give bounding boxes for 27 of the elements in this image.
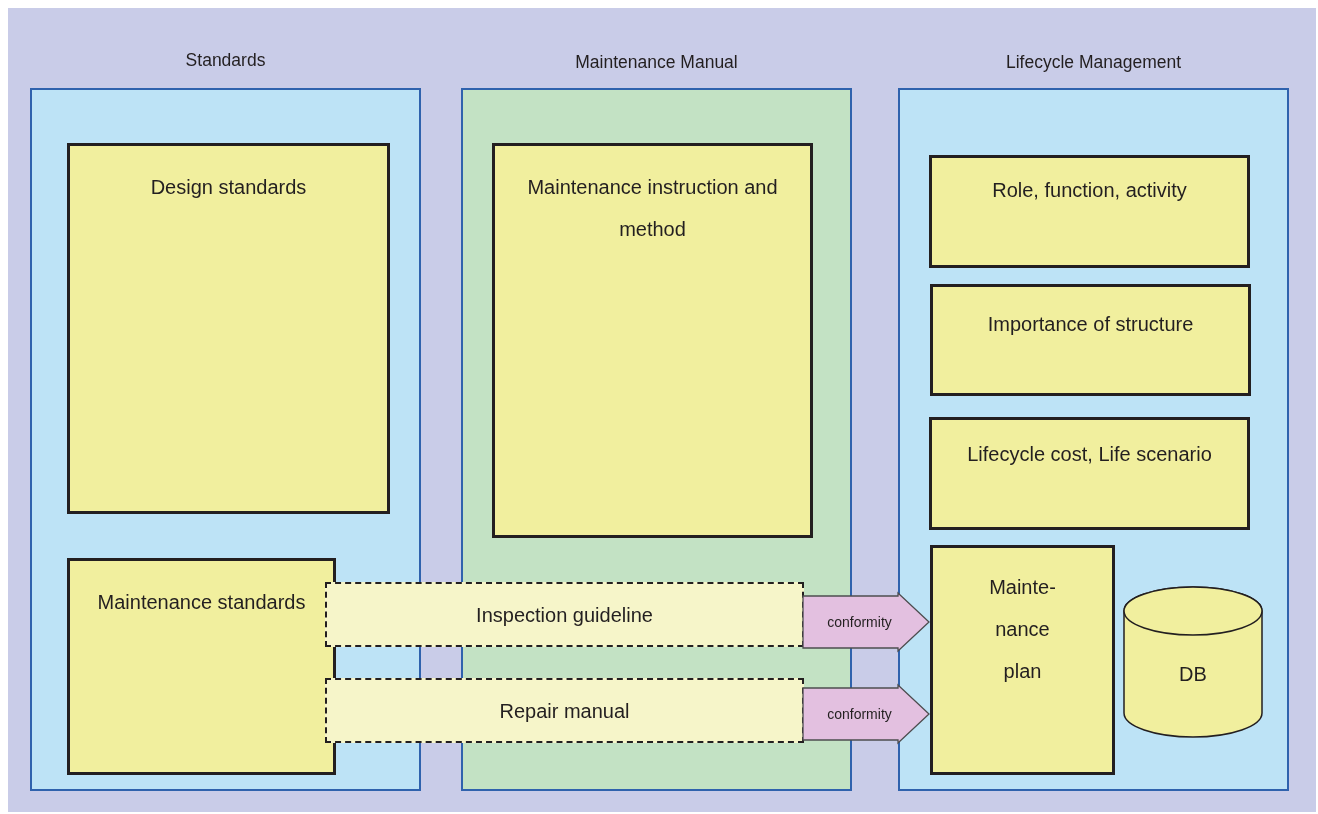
document-box [929, 417, 1250, 530]
edge-label: conformity [826, 705, 893, 724]
database-cylinder [1123, 586, 1263, 738]
edge-label: conformity [826, 613, 893, 632]
node-label: Role, function, activity [991, 178, 1188, 203]
document-box [67, 143, 390, 514]
node-label: Maintenance instruction and method [526, 175, 779, 242]
node-label: Design standards [149, 175, 308, 200]
node-label: Maintenance standards [96, 590, 307, 615]
document-box [67, 558, 336, 775]
node-label: DB [1178, 662, 1208, 687]
column-heading: Lifecycle Management [1004, 51, 1183, 74]
block-arrow [802, 683, 930, 745]
dashed-document-box [325, 582, 804, 647]
document-box [930, 284, 1251, 396]
node-label: Importance of structure [986, 312, 1195, 337]
document-box [492, 143, 813, 538]
node-label: Inspection guideline [475, 603, 654, 628]
column-heading: Standards [184, 49, 267, 72]
node-label: Repair manual [498, 699, 631, 724]
dashed-document-box [325, 678, 804, 743]
node-label: Lifecycle cost, Life scenario [966, 442, 1213, 467]
column-heading: Maintenance Manual [574, 51, 739, 74]
document-box [930, 545, 1115, 775]
block-arrow [802, 591, 930, 653]
document-box [929, 155, 1250, 268]
node-label: Mainte- nance plan [988, 575, 1057, 684]
